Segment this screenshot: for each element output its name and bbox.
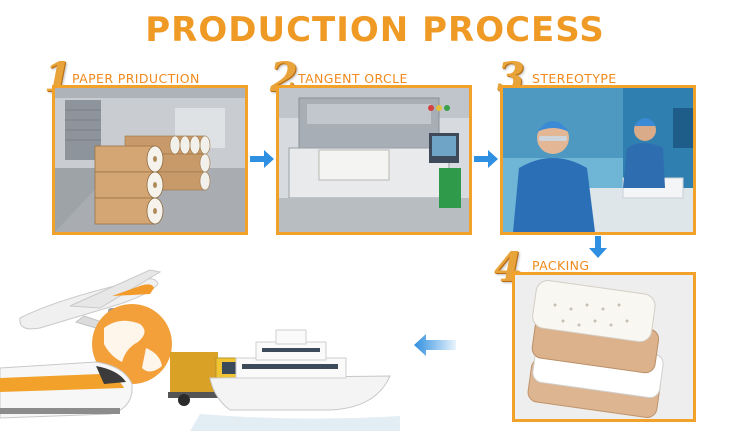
arrow-right-icon (474, 150, 498, 168)
step-2-photo-cutting-machine (276, 85, 472, 235)
step-4-photo-packed-liners (512, 272, 696, 422)
step-1-photo-paper-rolls (52, 85, 248, 235)
arrow-left-icon (414, 334, 456, 356)
page-title: PRODUCTION PROCESS (145, 10, 605, 50)
step-3-photo-workers (500, 85, 696, 235)
arrow-down-icon (589, 236, 607, 258)
step-4-label: PACKING (532, 258, 590, 273)
globe-icon (92, 304, 172, 384)
arrow-right-icon (250, 150, 274, 168)
train-icon (0, 361, 133, 419)
step-1-label: PAPER PRIDUCTION (72, 71, 200, 86)
step-2-label: TANGENT ORCLE (298, 71, 408, 86)
logistics-illustration (0, 258, 400, 431)
ship-icon (190, 329, 400, 431)
step-3-label: STEREOTYPE (532, 71, 617, 86)
